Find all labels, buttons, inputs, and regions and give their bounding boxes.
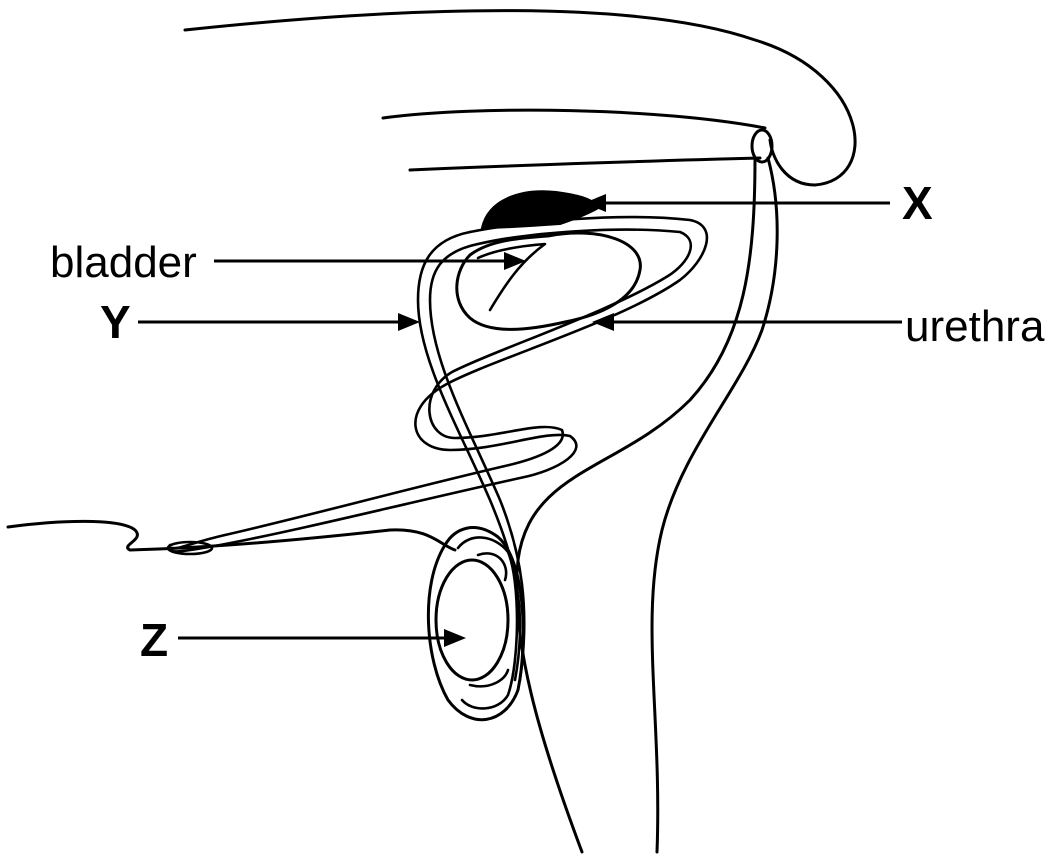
label-y-group: Y <box>100 296 420 348</box>
belly-outline <box>8 521 455 550</box>
label-bladder: bladder <box>50 238 197 287</box>
label-y-arrowhead <box>398 313 420 331</box>
label-x: X <box>902 177 933 229</box>
body-outline <box>8 11 855 852</box>
tail-lower-outline <box>410 158 760 170</box>
label-urethra-arrowhead <box>592 313 614 331</box>
front-leg-outline <box>517 158 755 852</box>
rear-leg-outline <box>652 158 777 852</box>
label-urethra-group: urethra <box>592 302 1045 351</box>
label-z: Z <box>140 614 168 666</box>
label-x-group: X <box>584 177 933 229</box>
testis-z <box>436 560 508 680</box>
tail-upper-outline <box>383 110 765 128</box>
scrotum-group <box>428 528 523 720</box>
label-urethra: urethra <box>905 302 1045 351</box>
vas-deferens-inner <box>430 244 524 680</box>
label-bladder-group: bladder <box>50 238 526 287</box>
bladder-inner <box>478 244 545 310</box>
label-z-group: Z <box>140 614 466 666</box>
label-bladder-arrowhead <box>504 252 526 270</box>
tract-inner-loop <box>172 230 691 549</box>
label-z-arrowhead <box>444 629 466 647</box>
vas-deferens-outer <box>418 232 520 680</box>
epididymis <box>470 553 508 686</box>
label-y: Y <box>100 296 131 348</box>
